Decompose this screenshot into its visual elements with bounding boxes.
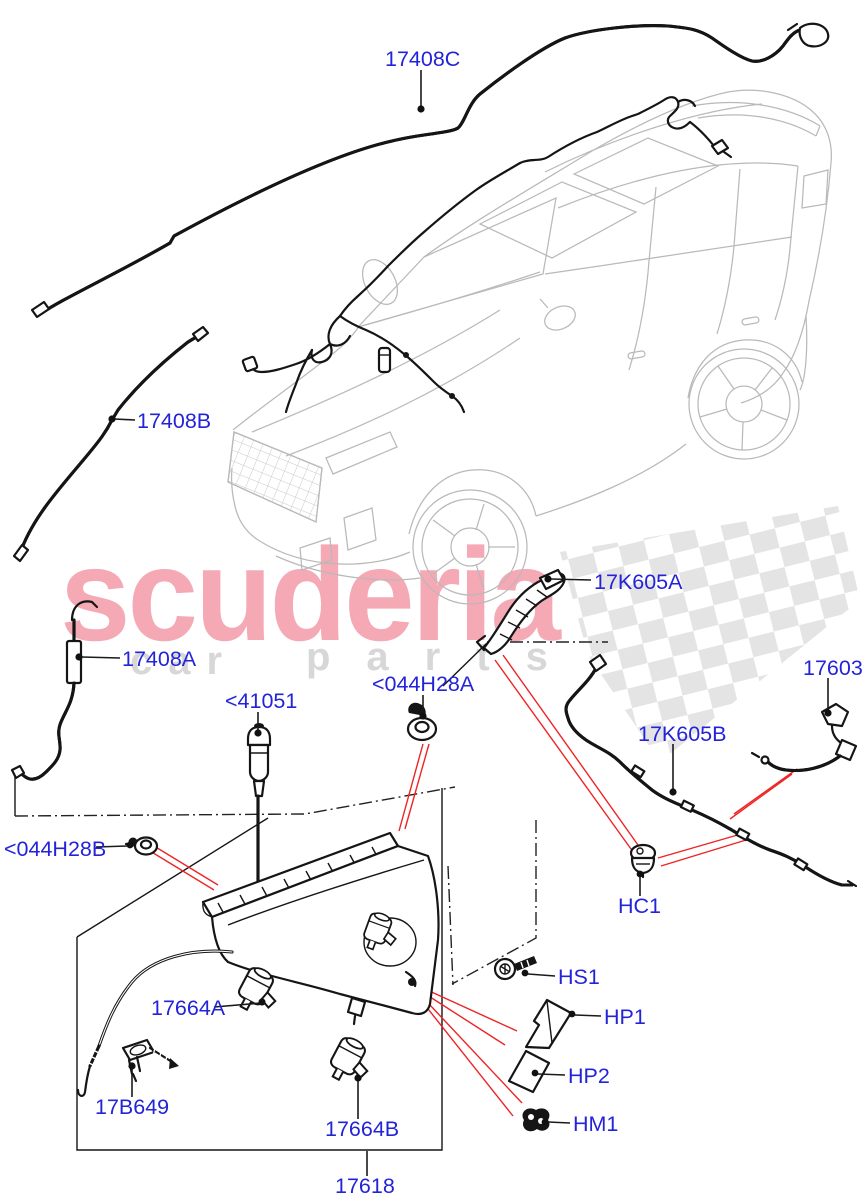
clip-hc1 [629, 843, 657, 879]
scuderia-watermark: scuderia car parts [60, 506, 860, 762]
watermark-word-car: car [130, 639, 238, 683]
label-17b649: 17B649 [95, 1095, 169, 1119]
screw-hs1 [493, 956, 537, 981]
label-17408c: 17408C [385, 47, 460, 71]
label-hs1: HS1 [558, 965, 600, 989]
label-17664a: 17664A [151, 996, 226, 1020]
car-illustration [227, 89, 832, 605]
washer-hose-harness-on-car [241, 96, 733, 414]
label-17618: 17618 [335, 1174, 395, 1198]
label-hp1: HP1 [604, 1005, 646, 1029]
label-044h28a: <044H28A [372, 672, 475, 696]
hose-17408a [10, 600, 99, 781]
label-17603: 17603 [803, 656, 862, 680]
washer-pump-17664b [323, 1033, 379, 1091]
grommet-044h28a [406, 702, 438, 742]
phantom-boundaries [14, 641, 608, 1151]
label-41051: <41051 [225, 689, 297, 713]
hose-17408b [12, 325, 210, 563]
red-callout-lines [149, 654, 798, 1117]
watermark-brand-text: scuderia [60, 521, 562, 668]
rear-hose-end-17603 [750, 702, 858, 773]
leader-lines [75, 70, 832, 1176]
level-sensor-17b649 [121, 1038, 179, 1083]
label-17664b: 17664B [325, 1117, 399, 1141]
hose-17408c [30, 22, 830, 319]
label-044h28b: <044H28B [4, 837, 106, 861]
washer-reservoir-17618 [76, 831, 440, 1097]
label-hp2: HP2 [568, 1064, 610, 1088]
bracket-hp2 [507, 1049, 551, 1094]
label-17k605a: 17K605A [594, 570, 683, 594]
label-hc1: HC1 [618, 894, 661, 918]
part-labels: 17408C 17408B 17408A <41051 <044H28A <04… [4, 47, 862, 1198]
checkered-flag-watermark [560, 506, 860, 762]
rear-hose-17k605b [564, 653, 858, 888]
label-hm1: HM1 [573, 1112, 618, 1136]
watermark-subtitle: car parts [130, 635, 548, 683]
label-17408b: 17408B [137, 409, 211, 433]
label-17408a: 17408A [122, 647, 197, 671]
label-17k605b: 17K605B [638, 722, 726, 746]
bracket-hp1 [524, 998, 573, 1050]
